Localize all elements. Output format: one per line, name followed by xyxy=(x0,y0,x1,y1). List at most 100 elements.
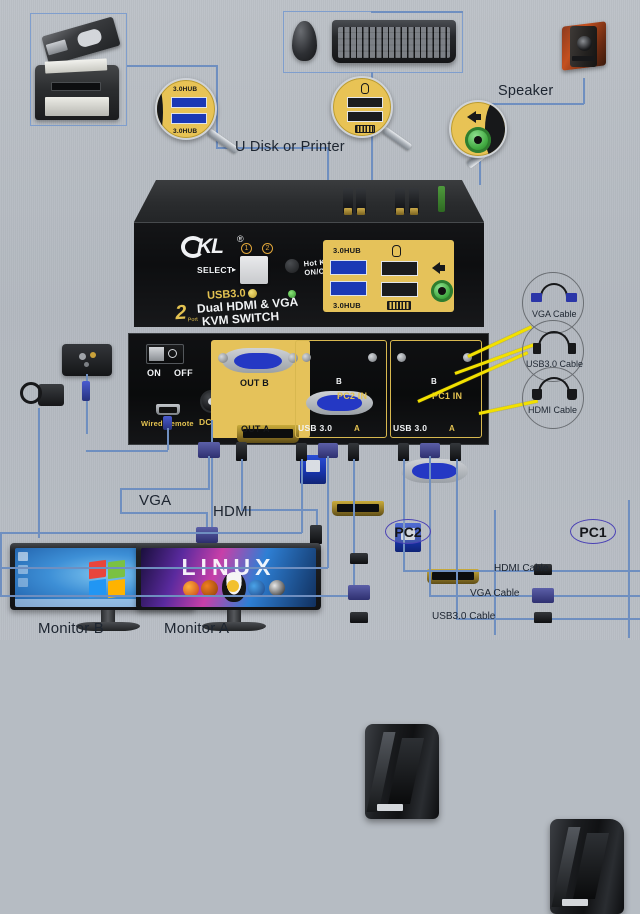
plug-pc1-vga xyxy=(420,443,440,458)
wire-pc2-vga xyxy=(327,456,329,568)
keyboard-mouse-magnifier xyxy=(331,76,393,138)
usb3-cable-label: USB3.0 Cable xyxy=(526,359,584,369)
usb2-port-lower xyxy=(347,111,383,122)
plug-hdmi-out-a xyxy=(236,442,247,461)
power-on-label: ON xyxy=(147,368,162,378)
front-usb2-port-lower[interactable] xyxy=(381,282,418,297)
wire-remote-route xyxy=(86,450,168,452)
power-off-label: OFF xyxy=(174,368,193,378)
wire-pc2-left-1 xyxy=(0,532,2,596)
plug-pc2-usb xyxy=(348,443,359,461)
wire-vga-to-monb xyxy=(120,512,208,514)
usb3-port-lower xyxy=(171,113,207,124)
select-button[interactable] xyxy=(240,256,268,284)
wire-pc2-usb xyxy=(353,459,355,596)
wire-label-drop xyxy=(327,147,329,195)
plug-pc1-usb xyxy=(450,443,461,461)
front-hub-label-top: 3.0HUB xyxy=(333,246,361,255)
wired-remote-port[interactable] xyxy=(156,404,180,415)
hotkey-button[interactable] xyxy=(285,259,299,273)
select-status-led xyxy=(248,289,257,298)
power-rocker-switch[interactable] xyxy=(146,344,184,364)
wire-adapter xyxy=(38,408,40,538)
plug-usb-kb-1-tip xyxy=(344,208,352,215)
wire-hdmi-mona xyxy=(316,509,318,529)
pc1-vga-label: B xyxy=(431,377,438,386)
front-usb2-port-upper[interactable] xyxy=(381,261,418,276)
printer xyxy=(35,58,119,120)
wire-pc1-usb xyxy=(456,459,458,619)
speaker-device xyxy=(556,21,611,72)
wire-pc1-vga xyxy=(429,456,431,596)
plug-usb-hub-1-tip xyxy=(396,208,404,215)
ckl-logo: KL ® xyxy=(181,234,253,260)
wire-pc2-hdmi xyxy=(301,459,303,533)
channel-indicator-1: 1 xyxy=(241,243,252,254)
front-hub-panel xyxy=(323,240,454,312)
pc2-vga-plug xyxy=(348,585,370,600)
hdmi-out-a-port[interactable] xyxy=(237,425,299,443)
pc2-usb-plug xyxy=(350,612,368,623)
pc2-hdmi-plug xyxy=(350,553,368,564)
hdmi-cable-legend: HDMI Cable xyxy=(522,367,584,429)
kvm-top-surface xyxy=(134,180,484,222)
plug-usb-kb-1 xyxy=(343,188,353,213)
front-speaker-icon-body xyxy=(440,265,445,271)
wire-remote xyxy=(86,374,88,434)
front-mouse-icon xyxy=(392,245,401,257)
u-disk-or-printer-label: U Disk or Printer xyxy=(235,139,345,155)
pc2-vga-port[interactable] xyxy=(306,391,373,415)
front-usb3-port-lower[interactable] xyxy=(330,281,367,296)
pc2-hdmi-label: A xyxy=(354,424,360,433)
wire-vga-h xyxy=(120,488,210,490)
audio-jack-magnifier xyxy=(449,100,507,158)
monitor-b-vga-connector xyxy=(196,527,218,543)
pc1-hdmi-plug xyxy=(534,564,552,575)
wire-vga-out xyxy=(208,456,210,488)
vga-out-b-port[interactable] xyxy=(222,348,294,373)
pc-vga-cable-label: VGA Cable xyxy=(470,588,520,599)
channel-indicator-2: 2 xyxy=(262,243,273,254)
speaker-label: Speaker xyxy=(498,83,554,99)
plug-pc2-hdmi xyxy=(296,443,307,461)
wire-vga-down xyxy=(120,488,122,513)
group-box-usb-devices xyxy=(30,13,127,126)
speaker-icon xyxy=(467,111,476,123)
plug-vga-out-b xyxy=(198,442,220,458)
pc2-in-label: PC2 IN xyxy=(337,391,368,401)
pc2-usb-label: USB 3.0 xyxy=(298,423,333,433)
monitor-b-label: Monitor B xyxy=(38,620,104,637)
mouse-icon xyxy=(361,83,369,94)
pc1-badge: PC1 xyxy=(570,519,616,544)
magnifier-handle-kbm xyxy=(381,126,413,151)
wire-pc2-vga-h xyxy=(0,567,328,569)
pc1-vga-port[interactable] xyxy=(401,459,468,483)
hub-magnifier-bottom-label: 3.0HUB xyxy=(173,128,198,135)
vga-cable-icon xyxy=(540,283,568,299)
front-hub-label-bottom: 3.0HUB xyxy=(333,301,361,310)
vga-route-label: VGA xyxy=(139,492,172,509)
wire-usbgroup-to-hub xyxy=(127,65,217,67)
power-adapter xyxy=(20,380,66,412)
wire-dc-drop xyxy=(211,420,213,538)
pc2-hdmi-port[interactable] xyxy=(332,501,384,516)
hdmi-route-label: HDMI xyxy=(213,503,253,520)
pc1-vga-plug xyxy=(532,588,554,603)
wire-remote-to-kvm xyxy=(167,428,169,450)
monitor-a-hdmi-connector xyxy=(310,525,322,544)
mouse-device xyxy=(292,21,317,61)
front-usb3-port-upper[interactable] xyxy=(330,260,367,275)
pc1-in-group xyxy=(390,340,482,438)
wire-hdmi-h xyxy=(241,509,317,511)
pc1-hdmi-port[interactable] xyxy=(427,569,479,584)
select-label: SELECT xyxy=(197,265,233,275)
pc1-hdmi-label: A xyxy=(449,424,455,433)
keyboard-icon xyxy=(355,125,375,133)
keyboard-device xyxy=(332,20,456,63)
pc1-tower xyxy=(550,819,624,914)
pc1-usb-plug xyxy=(534,612,552,623)
front-keyboard-icon xyxy=(387,301,411,310)
wire-pc2-usb-h xyxy=(0,595,354,597)
pc1-in-label: PC1 IN xyxy=(432,391,463,401)
